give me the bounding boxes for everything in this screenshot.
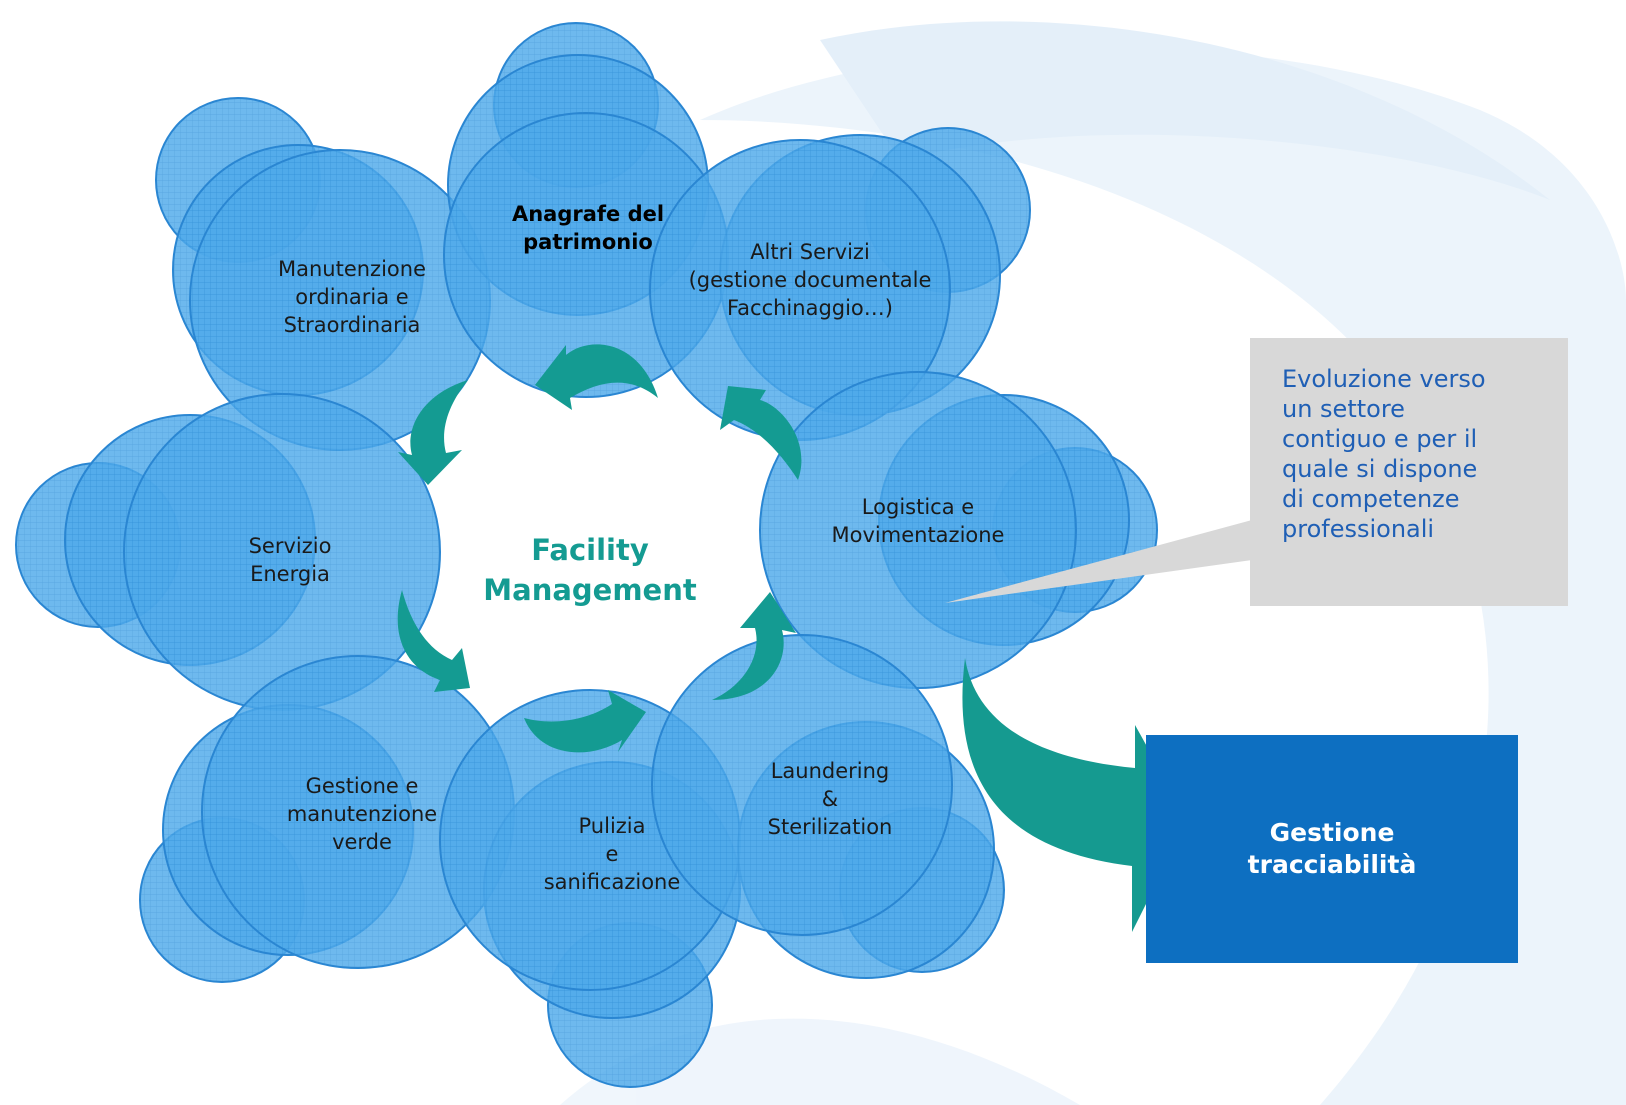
cycle-arrow-manutenzione-to-energia	[398, 380, 468, 485]
target-line-2: tracciabilità	[1247, 850, 1417, 879]
verde-line-2: manutenzione	[286, 802, 438, 826]
callout-line-6: professionali	[1282, 515, 1435, 543]
center-title-line-1: Facility	[531, 533, 649, 567]
service-label-anagrafe: Anagrafe del patrimonio	[512, 200, 664, 256]
evolution-arrow	[962, 658, 1188, 932]
logistica-line-2: Movimentazione	[831, 523, 1005, 547]
laundering-line-1: Laundering	[770, 759, 890, 783]
service-label-manutenzione: Manutenzione ordinaria e Straordinaria	[278, 255, 426, 339]
center-title: Facility Management	[483, 530, 696, 610]
service-label-energia: Servizio Energia	[249, 532, 332, 588]
pulizia-line-3: sanificazione	[543, 870, 681, 894]
verde-line-1: Gestione e	[305, 774, 419, 798]
pulizia-line-1: Pulizia	[578, 814, 646, 838]
manutenzione-line-1: Manutenzione	[277, 257, 427, 281]
callout-line-3: contiguo e per il	[1282, 425, 1478, 453]
altri-servizi-line-1: Altri Servizi	[750, 240, 870, 264]
altri-servizi-line-2: (gestione documentale	[688, 268, 932, 292]
bubble-laundering-main	[651, 634, 953, 936]
cycle-arrows	[397, 344, 802, 753]
cycle-arrow-anagrafe-to-manutenzione	[535, 344, 658, 410]
cycle-arrow-logistica-to-altri	[720, 386, 802, 480]
logistica-line-1: Logistica e	[861, 495, 975, 519]
verde-line-3: verde	[332, 830, 392, 854]
service-label-pulizia: Pulizia e sanificazione	[544, 812, 681, 896]
callout-pointer	[945, 520, 1252, 603]
service-label-laundering: Laundering & Sterilization	[768, 757, 893, 841]
bubble-logistica-main	[759, 371, 1077, 689]
callout-line-4: quale si dispone	[1282, 455, 1478, 483]
callout-line-1: Evoluzione verso	[1282, 365, 1486, 393]
service-label-altri-servizi: Altri Servizi (gestione documentale Facc…	[689, 238, 932, 322]
target-line-1: Gestione	[1269, 818, 1395, 847]
cycle-arrow-pulizia-to-logistica	[712, 592, 796, 700]
target-box-tracciabilita: Gestione tracciabilità	[1146, 735, 1518, 963]
manutenzione-line-2: ordinaria e	[295, 285, 409, 309]
laundering-line-3: Sterilization	[767, 815, 893, 839]
evolution-callout: Evoluzione verso un settore contiguo e p…	[1250, 338, 1568, 606]
service-bubbles	[15, 22, 1158, 1088]
anagrafe-line-2: patrimonio	[523, 230, 653, 254]
service-label-logistica: Logistica e Movimentazione	[832, 493, 1005, 549]
altri-servizi-line-3: Facchinaggio…)	[727, 296, 893, 320]
callout-line-2: un settore	[1282, 395, 1405, 423]
callout-text: Evoluzione verso un settore contiguo e p…	[1282, 364, 1568, 544]
laundering-line-2: &	[821, 787, 839, 811]
service-label-verde: Gestione e manutenzione verde	[287, 772, 437, 856]
cycle-arrow-verde-to-pulizia	[524, 690, 646, 753]
center-title-line-2: Management	[483, 573, 697, 607]
energia-line-1: Servizio	[248, 534, 332, 558]
energia-line-2: Energia	[250, 562, 330, 586]
manutenzione-line-3: Straordinaria	[283, 313, 421, 337]
cycle-arrow-energia-to-verde	[397, 590, 470, 692]
anagrafe-line-1: Anagrafe del	[511, 202, 665, 226]
pulizia-line-2: e	[605, 842, 619, 866]
callout-line-5: di competenze	[1282, 485, 1460, 513]
